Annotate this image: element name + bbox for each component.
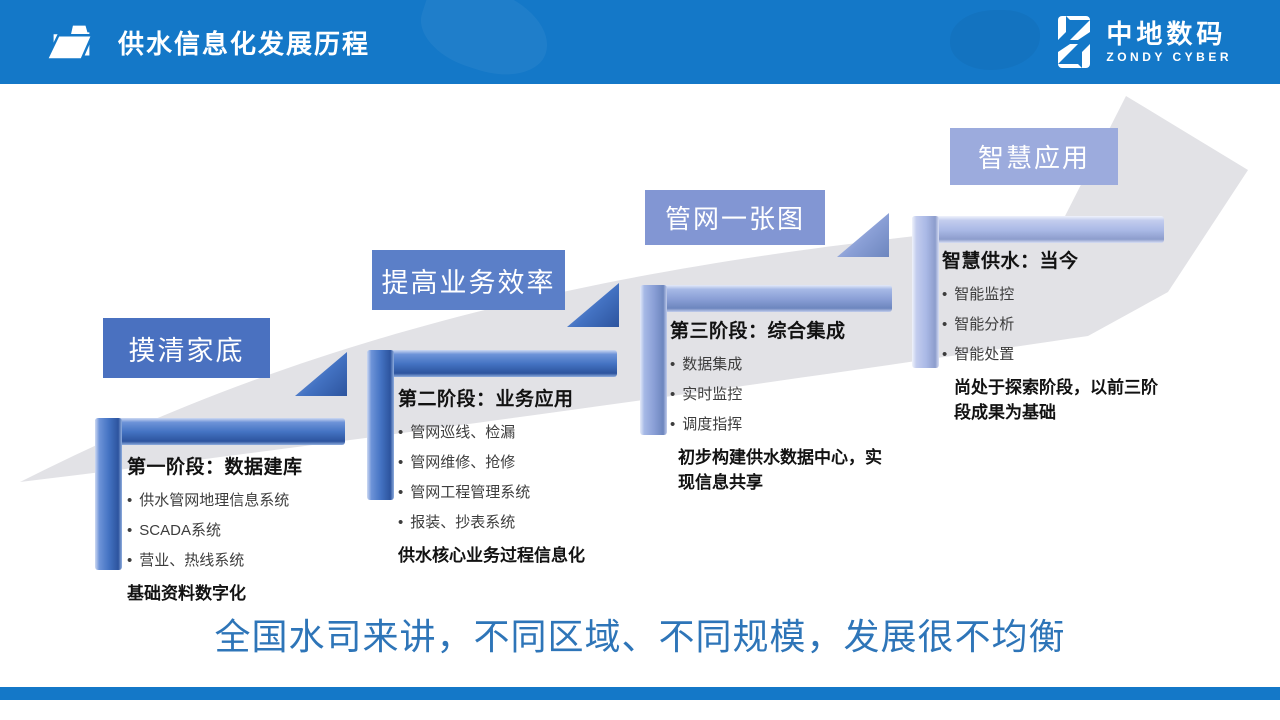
- bottom-slogan: 全国水司来讲，不同区域、不同规模，发展很不均衡: [214, 616, 1066, 657]
- bullet-item: 供水管网地理信息系统: [127, 490, 372, 511]
- bullet-item: 报装、抄表系统: [398, 512, 638, 533]
- bullet-item: 数据集成: [670, 354, 920, 375]
- bullet-item: 管网巡线、检漏: [398, 422, 638, 443]
- bracket-top-bar: [640, 285, 892, 312]
- bullet-item: 智能监控: [942, 284, 1182, 305]
- bullet-item: 管网工程管理系统: [398, 482, 638, 503]
- stage-1-heading: 第一阶段：数据建库: [127, 457, 303, 478]
- stage-4-summary: 尚处于探索阶段，以前三阶段成果为基础: [954, 378, 1158, 422]
- bullet-item: SCADA系统: [127, 520, 372, 541]
- bullet-item: 实时监控: [670, 384, 920, 405]
- footer-bar: [0, 687, 1280, 700]
- bracket-left-bar: [640, 285, 667, 435]
- logo-text-en: ZONDY CYBER: [1106, 50, 1232, 64]
- stage-2-label: 提高业务效率: [372, 250, 565, 310]
- bracket-top-bar: [367, 350, 617, 377]
- bullet-item: 调度指挥: [670, 414, 920, 435]
- logo-text-cn: 中地数码: [1106, 19, 1227, 49]
- bracket-left-bar: [912, 216, 939, 368]
- stage-3-heading: 第三阶段：综合集成: [670, 321, 846, 342]
- bracket-top-bar: [912, 216, 1164, 243]
- header-texture: [950, 10, 1040, 70]
- stage-2-summary: 供水核心业务过程信息化: [398, 546, 585, 565]
- bracket-top-bar: [95, 418, 345, 445]
- stage-4-label: 智慧应用: [950, 128, 1118, 185]
- bracket-left-bar: [367, 350, 394, 500]
- stage-1-summary: 基础资料数字化: [127, 584, 246, 603]
- bullet-item: 营业、热线系统: [127, 550, 372, 571]
- zondy-logo-icon: [1058, 16, 1091, 68]
- header-texture: [410, 0, 560, 89]
- bullet-item: 管网维修、抢修: [398, 452, 638, 473]
- bullet-item: 智能分析: [942, 314, 1182, 335]
- page-title: 供水信息化发展历程: [118, 28, 371, 59]
- folder-icon: [44, 25, 95, 61]
- stage-3-summary: 初步构建供水数据中心，实现信息共享: [678, 448, 882, 492]
- bullet-item: 智能处置: [942, 344, 1182, 365]
- stage-4-heading: 智慧供水：当今: [942, 251, 1079, 272]
- company-logo: 中地数码 ZONDY CYBER: [1052, 14, 1232, 70]
- stage-2-heading: 第二阶段：业务应用: [398, 389, 574, 410]
- stage-1-label: 摸清家底: [103, 318, 270, 378]
- bracket-left-bar: [95, 418, 122, 570]
- stage-3-label: 管网一张图: [645, 190, 825, 245]
- header-bar: 供水信息化发展历程 中地数码 ZONDY CYBER: [0, 0, 1280, 89]
